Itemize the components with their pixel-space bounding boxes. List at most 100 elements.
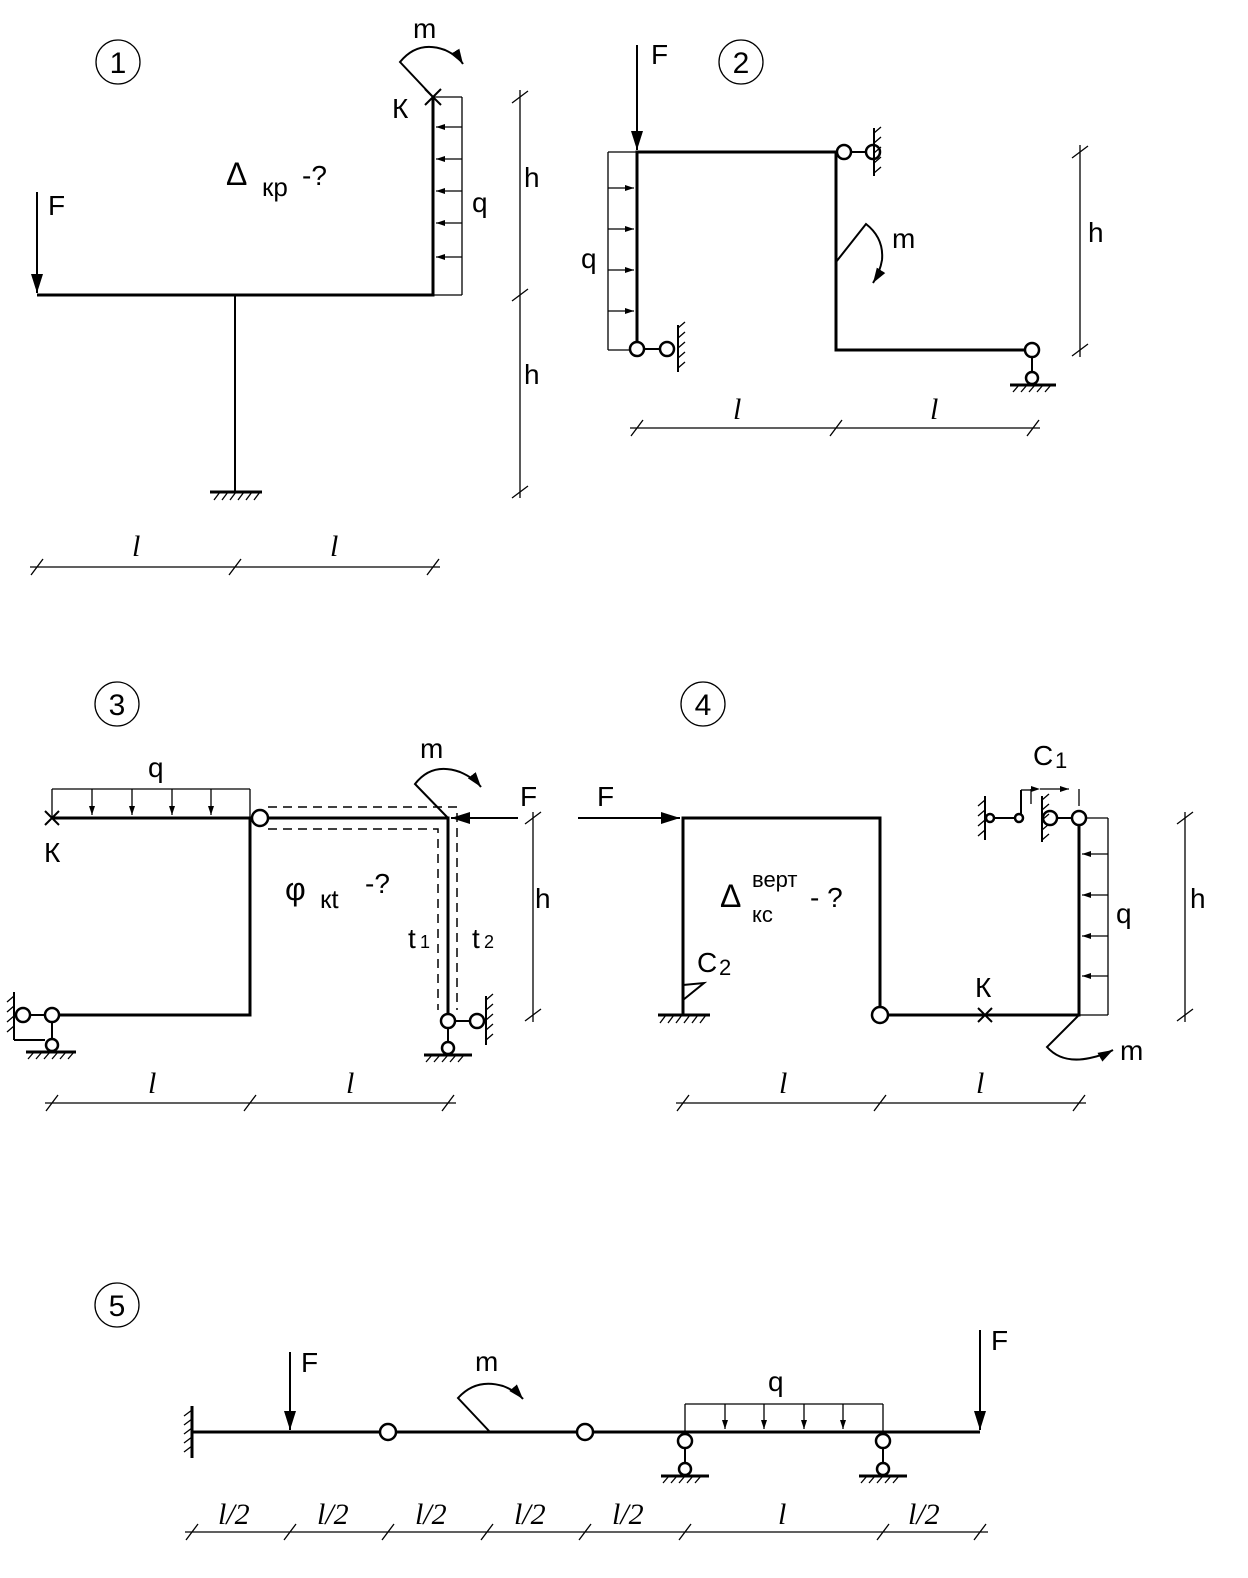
hinge: [870, 1005, 890, 1025]
span-label-1: l/2: [218, 1498, 250, 1531]
span-label-7: l/2: [908, 1498, 940, 1531]
force-label: F: [651, 39, 668, 70]
height-label: h: [1088, 217, 1104, 248]
span-dimension: [630, 419, 1040, 437]
moment-label: m: [892, 223, 915, 254]
q-label: q: [1116, 898, 1132, 929]
height-label: h: [535, 883, 551, 914]
point-k-cross: [977, 1007, 993, 1023]
span-label-left: l: [132, 530, 140, 563]
point-k-label: К: [44, 837, 61, 868]
moment-label: m: [1120, 1035, 1143, 1066]
scheme-1: 1 F q К m Δ кр -?: [30, 13, 540, 576]
span-dimension: [45, 1094, 456, 1112]
delta-symbol: Δ: [720, 878, 741, 914]
temperature-outline-outer: [268, 806, 458, 1010]
scheme-number-circle: [718, 39, 764, 85]
support-bottom-right: [424, 993, 494, 1063]
moment-label: m: [475, 1346, 498, 1377]
phi-subscript: кt: [320, 884, 339, 914]
hinge-2: [575, 1422, 595, 1442]
height-dimension: [524, 811, 542, 1022]
support-link-bottom-left: [628, 321, 686, 372]
q-label: q: [581, 243, 597, 274]
span-label-2: l/2: [317, 1498, 349, 1531]
t2-letter: t: [472, 923, 480, 954]
fixed-support-left: [183, 1406, 194, 1458]
distributed-load: [684, 1403, 884, 1432]
pin-support-1: [661, 1432, 709, 1484]
hinge: [250, 808, 270, 828]
c1-letter: C: [1033, 740, 1053, 771]
scheme-number: 4: [695, 689, 712, 722]
point-k-label: К: [392, 93, 409, 124]
settlement-c2-mark: [682, 981, 708, 1001]
span-label-right: l: [976, 1067, 984, 1100]
fixed-support-left: [658, 1013, 710, 1024]
right-frame: [268, 816, 450, 1015]
question-mark: - ?: [810, 882, 843, 913]
scheme-3: 3 q К m F φ кt -? t 1 t 2: [6, 681, 551, 1112]
settlement-c1-dimension: [1030, 786, 1080, 806]
point-k-label: К: [975, 972, 992, 1003]
scheme-2: 2 F q: [581, 39, 1104, 437]
delta-superscript: верт: [752, 867, 798, 892]
span-label-3: l/2: [415, 1498, 447, 1531]
height-dimension: [1176, 811, 1194, 1022]
support-link-top-right: [835, 126, 882, 176]
distributed-load: [1079, 817, 1109, 1016]
scheme-number-circle: [94, 681, 140, 727]
c2-letter: C: [697, 947, 717, 978]
scheme-number-circle: [680, 681, 726, 727]
moment-label: m: [413, 13, 436, 44]
span-label-6: l: [778, 1498, 786, 1531]
frame-left-portion: [681, 816, 882, 1015]
t1-letter: t: [408, 923, 416, 954]
height-dimension: [511, 90, 529, 499]
moment-arrow: [835, 222, 886, 284]
moment-arrow: [398, 46, 464, 98]
q-label: q: [148, 752, 164, 783]
span-dimension: [30, 558, 440, 576]
hinge-1: [378, 1422, 398, 1442]
scheme-number-circle: [95, 39, 141, 85]
temperature-outline-inner: [268, 828, 439, 1010]
question-mark: -?: [302, 160, 327, 191]
q-label: q: [768, 1366, 784, 1397]
span-label-left: l: [733, 393, 741, 426]
left-frame: [52, 816, 252, 1017]
span-label-right: l: [930, 393, 938, 426]
scheme-number: 2: [733, 47, 750, 80]
force-label: F: [48, 190, 65, 221]
q-label: q: [472, 187, 488, 218]
t1-index: 1: [420, 932, 430, 952]
scheme-5: 5 F m q: [94, 1282, 1008, 1541]
scheme-number: 3: [109, 689, 126, 722]
span-label-right: l: [330, 530, 338, 563]
delta-subscript: кс: [752, 902, 773, 927]
distributed-load: [433, 96, 463, 296]
delta-subscript: кр: [262, 172, 288, 202]
point-k-cross: [44, 810, 60, 826]
force-label-1: F: [301, 1347, 318, 1378]
support-top-right: [977, 789, 1088, 842]
phi-symbol: φ: [285, 871, 306, 907]
frame-members: [37, 97, 435, 297]
force-label-2: F: [991, 1325, 1008, 1356]
pin-support-2: [859, 1432, 907, 1484]
frame-members: [635, 150, 1033, 352]
question-mark: -?: [365, 868, 390, 899]
span-label-left: l: [148, 1067, 156, 1100]
span-label-4: l/2: [514, 1498, 546, 1531]
c2-index: 2: [719, 955, 731, 980]
moment-arrow: [1045, 1014, 1114, 1062]
span-dimension: [676, 1094, 1086, 1112]
scheme-number: 1: [110, 47, 127, 80]
height-label-lower: h: [524, 359, 540, 390]
pin-support-right: [1010, 341, 1056, 393]
moment-arrow: [413, 768, 482, 819]
scheme-number: 5: [109, 1290, 126, 1323]
c1-index: 1: [1055, 748, 1067, 773]
